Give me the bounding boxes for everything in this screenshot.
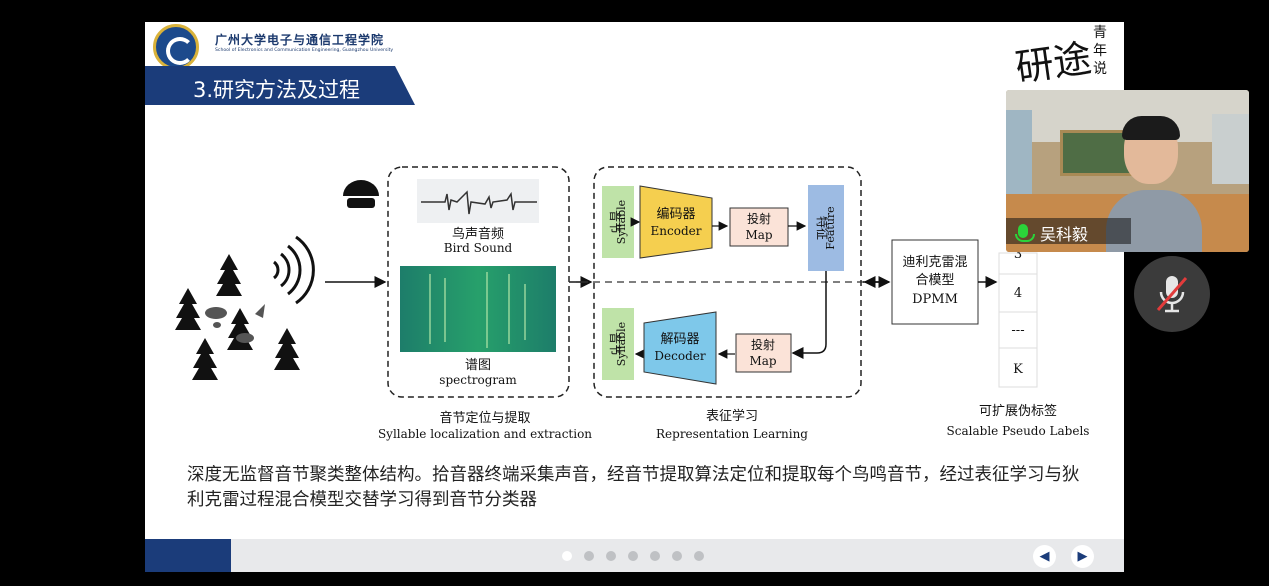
feature-block <box>808 185 844 271</box>
decoder-cn: 解码器 <box>660 332 699 347</box>
method-diagram: 鸟声音频 Bird Sound 谱图 spectrogram 音节定位与提取 S… <box>175 166 1090 441</box>
map-en-bottom: Map <box>749 354 776 368</box>
participant-video-tile[interactable]: 吴科毅 <box>1006 90 1249 252</box>
participant-hair <box>1122 116 1180 140</box>
map-cn-bottom: 投射 <box>751 337 775 352</box>
slide-pagination <box>562 551 704 561</box>
pseudo-labels-en: Scalable Pseudo Labels <box>947 424 1090 438</box>
syllable-block-top <box>602 186 634 258</box>
syllable-en-top: Syllable <box>615 200 628 244</box>
pseudo-label-2: --- <box>1011 323 1024 338</box>
spectrogram-streaks <box>429 272 526 348</box>
pseudo-labels-cn: 可扩展伪标签 <box>979 403 1057 419</box>
pseudo-label-0: 3 <box>1014 247 1022 262</box>
map-en-top: Map <box>745 228 772 242</box>
section-title-band <box>145 66 415 105</box>
video-window-right <box>1212 114 1249 184</box>
arrow-right-icon: ▶ <box>1077 549 1088 564</box>
arrow-left-icon: ◀ <box>1039 549 1050 564</box>
slide-caption: 深度无监督音节聚类整体结构。拾音器终端采集声音，经音节提取算法定位和提取每个鸟鸣… <box>187 465 1080 510</box>
feature-to-map-arrow <box>791 271 827 359</box>
microphone-muted-icon <box>1156 276 1188 313</box>
forest-icon <box>175 254 300 380</box>
syllable-cn-top: 音节 <box>608 210 623 234</box>
presentation-slide: 广州大学电子与通信工程学院 School of Electronics and … <box>145 22 1124 572</box>
page-dot-7[interactable] <box>694 551 704 561</box>
representation-label-cn: 表征学习 <box>706 408 758 424</box>
recorder-icon <box>343 180 379 208</box>
extraction-label-en: Syllable localization and extraction <box>378 427 592 441</box>
brush-logo-side: 青年说 <box>1093 25 1107 77</box>
spectrogram-image <box>400 266 556 352</box>
slide-footer-accent <box>145 539 231 572</box>
next-slide-button[interactable]: ▶ <box>1071 545 1094 568</box>
mute-toggle-button[interactable] <box>1134 256 1210 332</box>
page-dot-6[interactable] <box>672 551 682 561</box>
page-dot-2[interactable] <box>584 551 594 561</box>
dpmm-line-1: 迪利克雷混 <box>902 255 967 270</box>
map-block-bottom <box>735 333 792 373</box>
feature-cn: 特征 <box>815 216 830 240</box>
encoder-en: Encoder <box>651 224 702 238</box>
waveform-line <box>421 190 537 215</box>
bird-icons <box>205 304 265 343</box>
page-dot-1[interactable] <box>562 551 572 561</box>
dpmm-line-2: 合模型 <box>915 273 954 288</box>
encoder-cn: 编码器 <box>656 207 695 222</box>
spectrogram-en: spectrogram <box>439 373 517 387</box>
pseudo-label-1: 4 <box>1014 286 1022 301</box>
bird-sound-en: Bird Sound <box>444 241 513 255</box>
map-cn-top: 投射 <box>747 211 771 226</box>
prev-slide-button[interactable]: ◀ <box>1033 545 1056 568</box>
page-dot-5[interactable] <box>650 551 660 561</box>
syllable-en-bottom: Syllable <box>615 322 628 366</box>
extraction-label-cn: 音节定位与提取 <box>439 410 530 426</box>
dpmm-line-3: DPMM <box>912 292 958 307</box>
pseudo-label-3: K <box>1013 362 1023 377</box>
syllable-block-bottom <box>602 308 634 380</box>
school-name-en: School of Electronics and Communication … <box>215 48 394 53</box>
sound-wave-icon <box>272 235 315 305</box>
decoder-en: Decoder <box>654 349 705 363</box>
microphone-icon <box>1015 224 1035 242</box>
pseudo-label-column <box>998 252 1038 388</box>
waveform-panel <box>417 179 539 223</box>
spectrogram-cn: 谱图 <box>465 358 491 373</box>
page-dot-3[interactable] <box>606 551 616 561</box>
school-name-cn: 广州大学电子与通信工程学院 <box>215 33 385 47</box>
feature-en: Feature <box>824 206 837 249</box>
syllable-cn-bottom: 音节 <box>608 332 623 356</box>
participant-name: 吴科毅 <box>1040 225 1089 244</box>
video-window-left <box>1006 110 1032 200</box>
university-logo <box>153 24 199 70</box>
page-dot-4[interactable] <box>628 551 638 561</box>
bird-sound-cn: 鸟声音频 <box>452 226 504 242</box>
section-title: 3.研究方法及过程 <box>193 78 361 102</box>
map-block-top <box>729 207 789 247</box>
encoder-block <box>639 185 713 259</box>
decoder-block <box>643 311 717 385</box>
representation-label-en: Representation Learning <box>656 427 808 441</box>
